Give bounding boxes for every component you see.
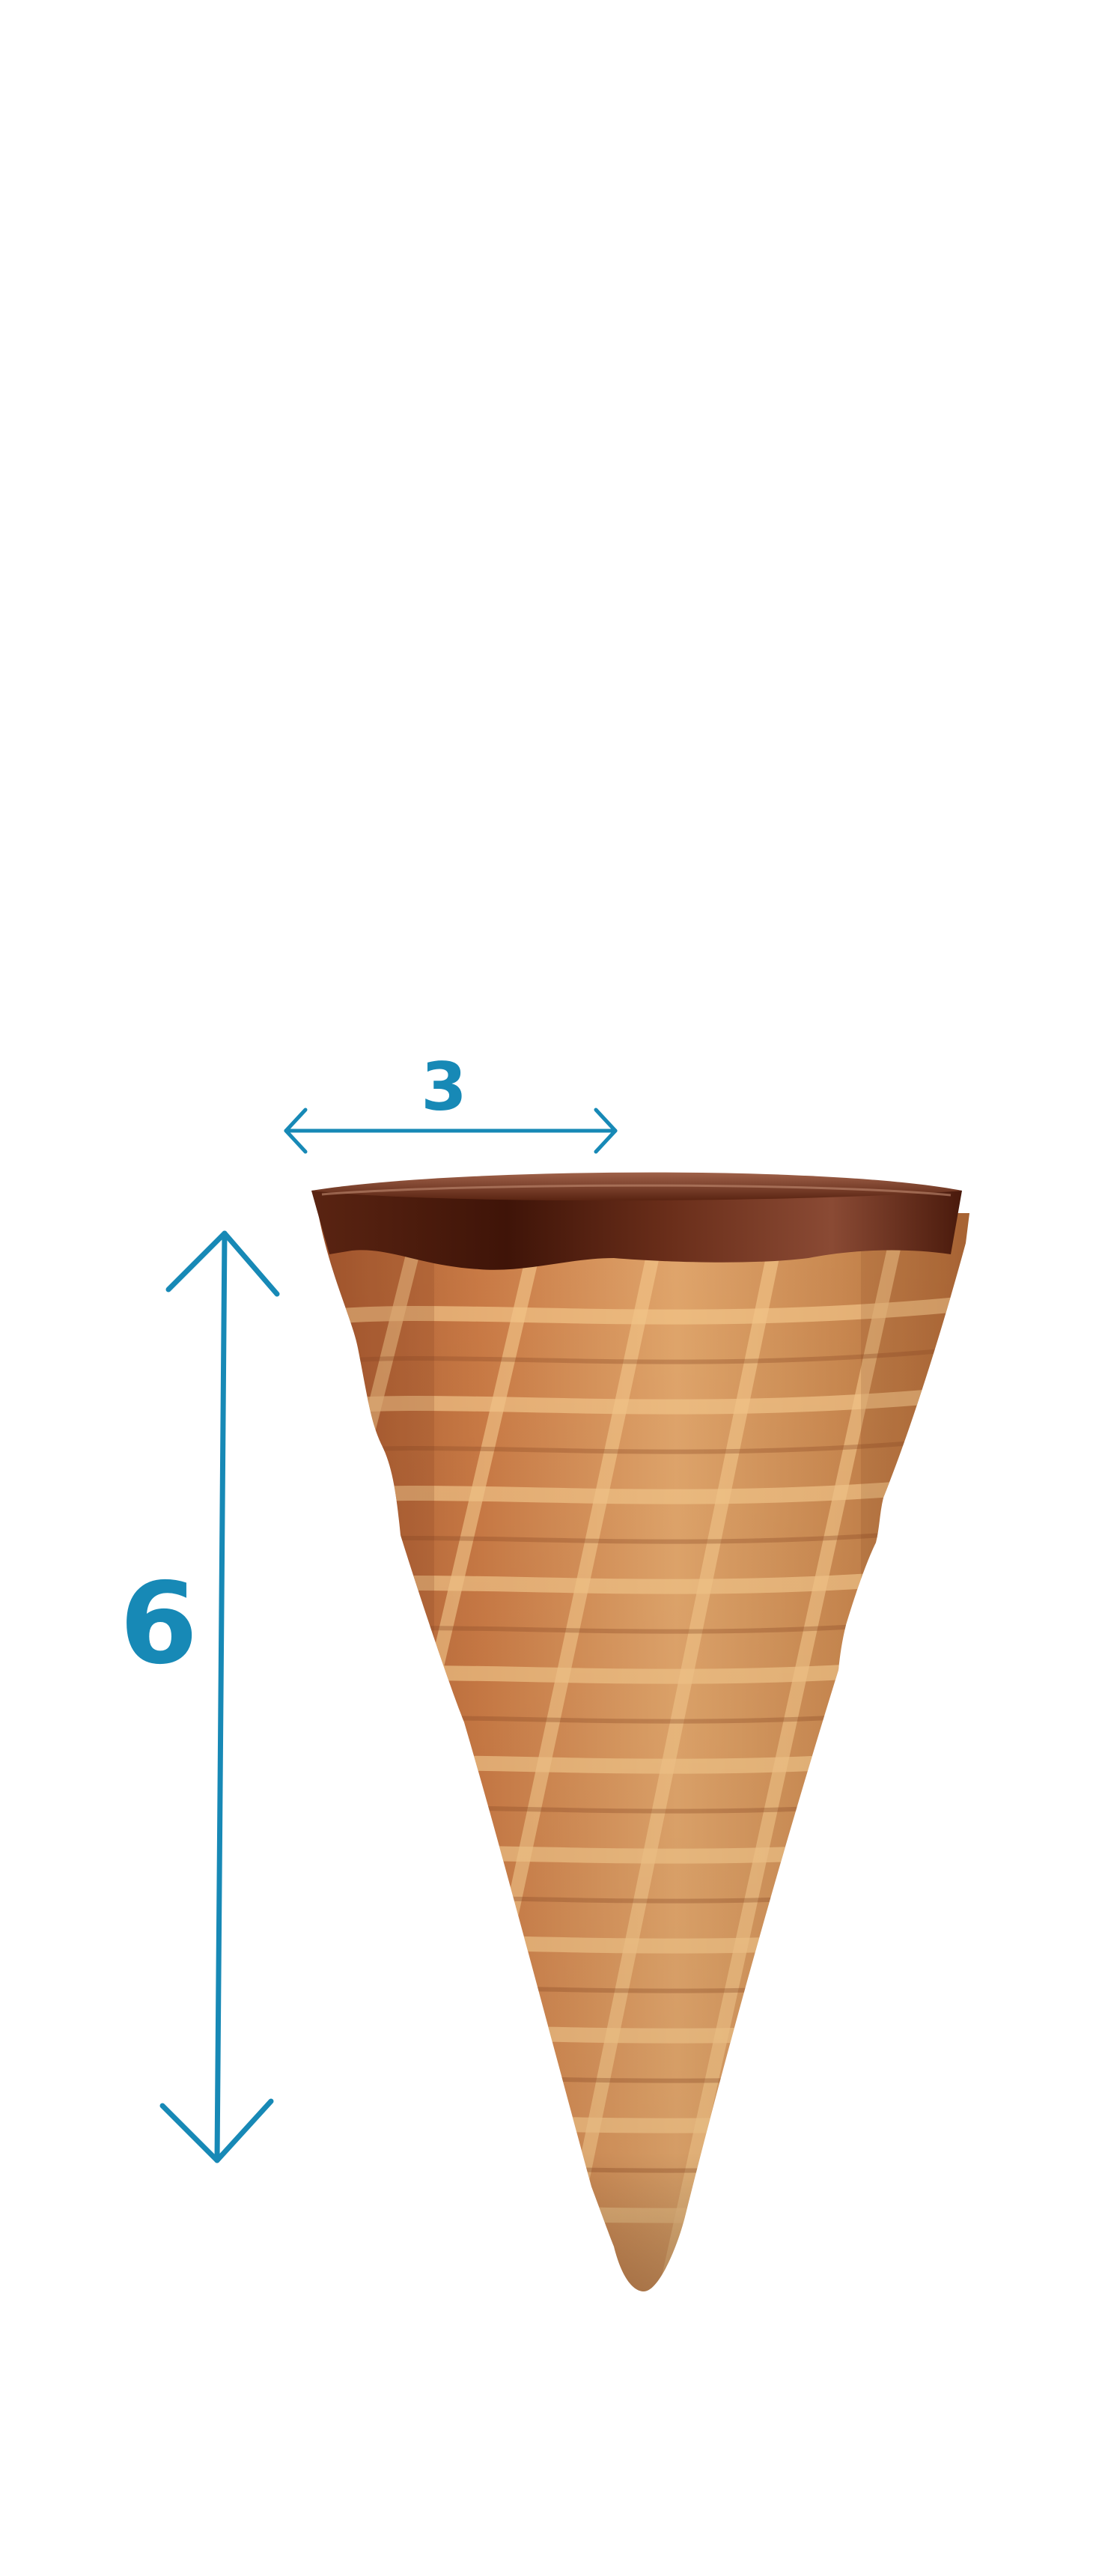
- width-arrow-icon: [284, 1108, 618, 1154]
- chocolate-rim-highlight: [321, 1184, 952, 1197]
- chocolate-rim: [311, 1178, 962, 1270]
- height-arrow-icon: [159, 1230, 280, 2163]
- height-label: 6: [120, 1559, 198, 1689]
- waffle-cone-icon: [311, 1172, 969, 2291]
- width-label: 3: [421, 1048, 466, 1126]
- waffle-grid: [318, 1213, 969, 2291]
